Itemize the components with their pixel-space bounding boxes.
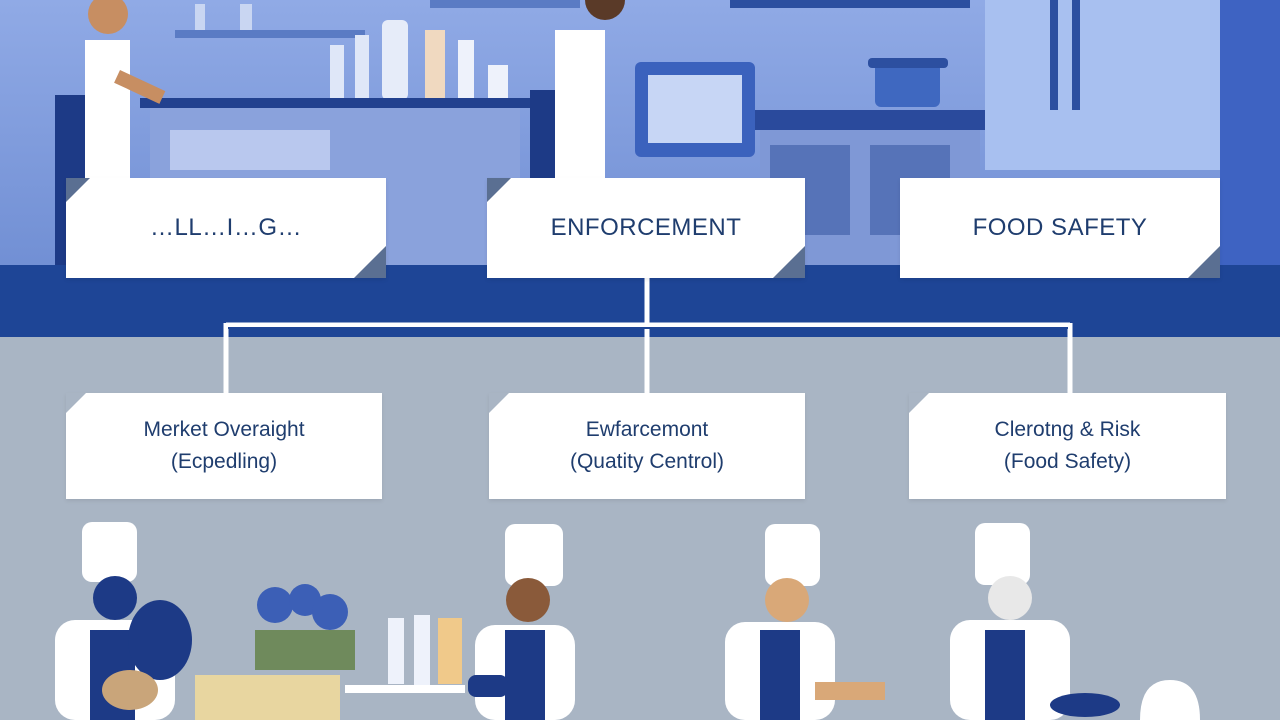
produce-cart — [195, 584, 465, 720]
sub-box-left: Merket Overaight (Ecpedling) — [66, 393, 382, 499]
chef-figure-2 — [468, 524, 575, 720]
top-box-right: FOOD SAFETY — [900, 178, 1220, 278]
top-box-left: …LL…I…G… — [66, 178, 386, 278]
chef-figure-1 — [55, 522, 192, 720]
sub-box-left-title: Merket Overaight — [143, 418, 305, 441]
chef-figure-4 — [950, 523, 1200, 720]
sub-box-center-title: Ewfarcemont — [585, 418, 709, 441]
top-box-right-label: FOOD SAFETY — [972, 214, 1148, 241]
sub-box-left-subtitle: (Ecpedling) — [170, 450, 278, 473]
sub-box-right-title: Clerotng & Risk — [994, 418, 1141, 441]
sub-box-center: Ewfarcemont (Quatity Centrol) — [489, 393, 805, 499]
top-box-center-label: ENFORCEMENT — [550, 214, 742, 241]
top-box-left-label: …LL…I…G… — [149, 214, 303, 241]
chef-figure-3 — [725, 524, 885, 720]
sub-box-right-subtitle: (Food Safety) — [1003, 450, 1132, 473]
sub-box-right: Clerotng & Risk (Food Safety) — [909, 393, 1226, 499]
top-box-center: ENFORCEMENT — [487, 178, 805, 278]
sub-box-center-subtitle: (Quatity Centrol) — [569, 450, 725, 473]
